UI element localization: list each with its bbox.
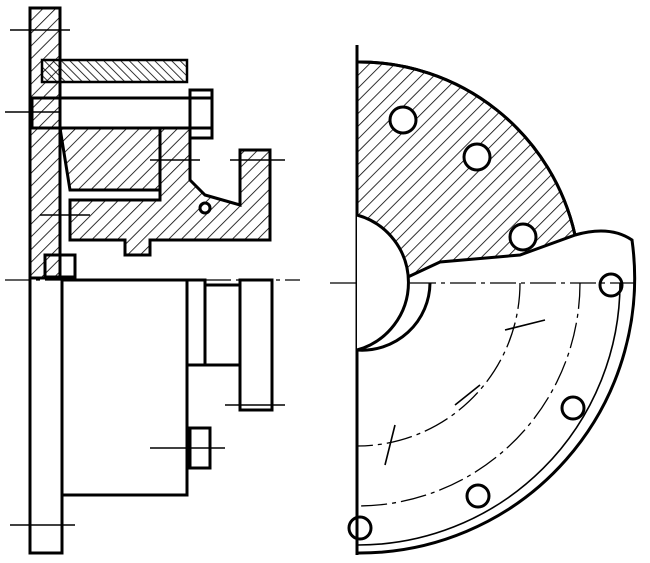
pitch-circle [356, 282, 521, 447]
bore [356, 213, 410, 352]
bolt-holes [347, 272, 624, 541]
shaft [203, 283, 242, 367]
output-flange [238, 278, 274, 412]
shaft-step [185, 278, 207, 367]
bore-arc [356, 282, 432, 352]
bolt-circle [356, 282, 581, 507]
front-view [330, 45, 640, 555]
radial-marks [384, 319, 546, 466]
key [43, 253, 77, 279]
hub-section [68, 126, 272, 257]
o-ring [198, 201, 212, 215]
bolt-head [188, 88, 214, 140]
flange-inner-arc [356, 282, 621, 546]
spring-housing [40, 58, 189, 84]
bolt-centerlines [5, 29, 285, 526]
flange-plate-lower [28, 276, 64, 555]
housing-body [60, 278, 189, 497]
side-section-view [5, 6, 300, 555]
pressure-plate-section [58, 126, 162, 192]
spring-pins [388, 105, 538, 252]
upper-outer-arc [356, 60, 577, 236]
lower-outer-flange [356, 229, 637, 555]
flange-plate-section [28, 6, 62, 280]
